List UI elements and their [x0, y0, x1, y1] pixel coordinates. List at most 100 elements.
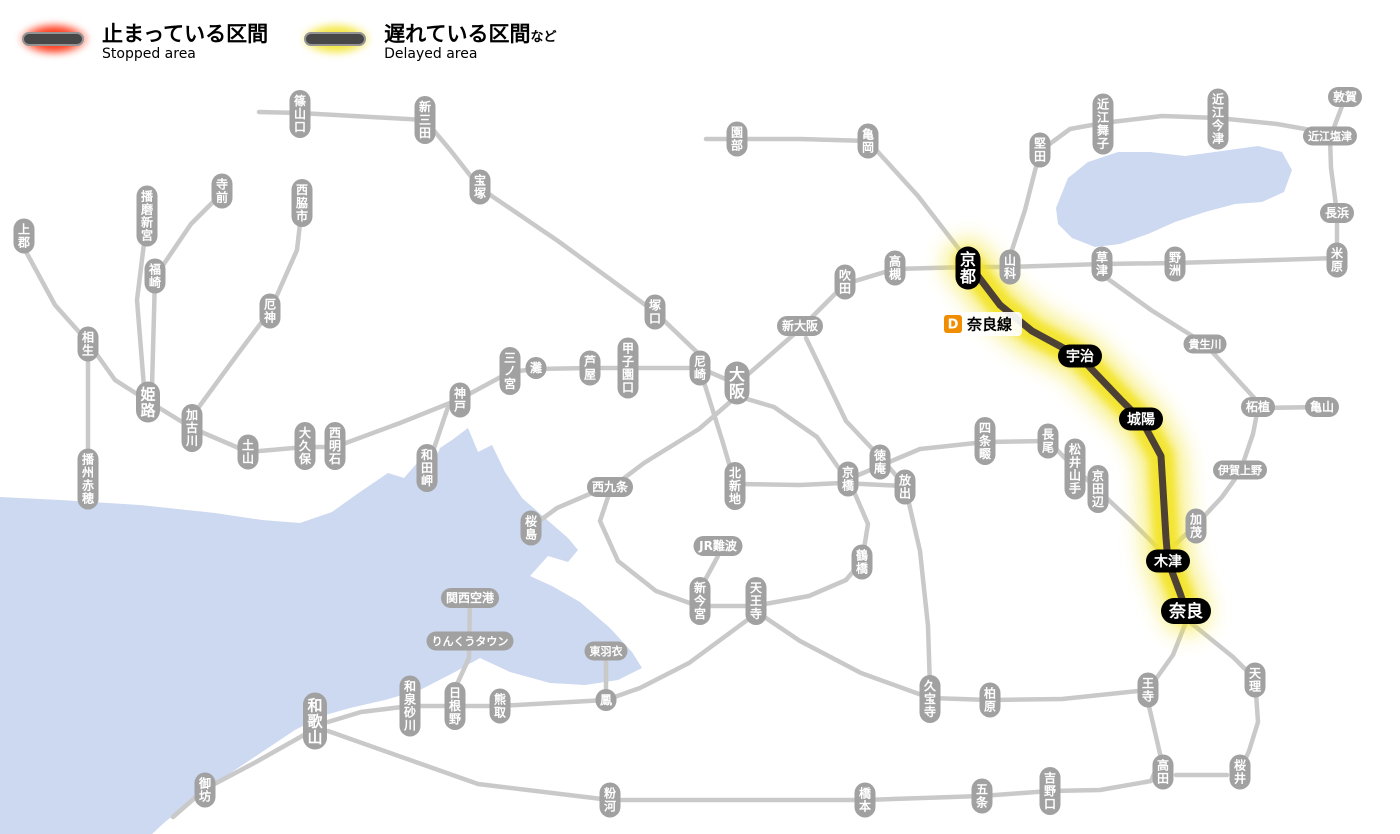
svg-text:久宝寺: 久宝寺	[924, 678, 937, 719]
svg-text:西脇市: 西脇市	[296, 183, 308, 223]
rail-line	[754, 609, 1189, 703]
legend: 止まっている区間 Stopped area 遅れている区間など Delayed …	[6, 14, 557, 64]
svg-text:松井山手: 松井山手	[1069, 442, 1081, 496]
station-pill: 亀岡	[857, 123, 879, 159]
svg-text:相生: 相生	[82, 330, 94, 358]
svg-text:王寺: 王寺	[1142, 677, 1154, 704]
station-pill: 四条畷	[974, 417, 996, 465]
station-pill: 貴生川	[1183, 334, 1227, 354]
svg-text:宇治: 宇治	[1066, 348, 1094, 365]
station-pill: 近江塩津	[1303, 126, 1357, 146]
station-pill: 京橋	[837, 461, 859, 497]
svg-text:近江今津: 近江今津	[1211, 92, 1225, 146]
station-pill: 粉河	[599, 782, 621, 818]
legend-item-delayed: 遅れている区間など Delayed area	[288, 14, 557, 64]
svg-text:御坊: 御坊	[198, 776, 211, 804]
station-pill: 東羽衣	[584, 641, 628, 661]
svg-text:鳳: 鳳	[600, 692, 612, 707]
svg-text:尼崎: 尼崎	[694, 355, 706, 382]
svg-text:柘植: 柘植	[1245, 399, 1270, 414]
svg-text:熊取: 熊取	[494, 692, 506, 720]
svg-text:徳庵: 徳庵	[873, 448, 887, 476]
station-pill: 宝塚	[469, 169, 491, 205]
svg-text:園部: 園部	[731, 126, 743, 153]
station-pill: 尼崎	[689, 350, 711, 386]
svg-text:りんくうタウン: りんくうタウン	[432, 635, 509, 648]
station-pill: 北新地	[724, 462, 746, 510]
svg-text:奈良: 奈良	[1168, 601, 1203, 622]
svg-text:大阪: 大阪	[729, 365, 746, 401]
line-letter-icon	[944, 315, 962, 333]
station-pill-highlighted[interactable]: 城陽	[1119, 407, 1163, 431]
station-pill: 放出	[894, 469, 916, 505]
station-pill: 近江舞子	[1092, 93, 1114, 155]
svg-text:灘: 灘	[530, 360, 542, 375]
rail-line	[703, 136, 965, 256]
station-pill: 米原	[1326, 242, 1348, 278]
station-pill-highlighted[interactable]: 宇治	[1058, 344, 1102, 368]
svg-text:姫路: 姫路	[140, 385, 156, 419]
station-pill: 相生	[77, 326, 99, 362]
svg-text:天理: 天理	[1249, 667, 1262, 694]
stopped-label: 止まっている区間	[102, 22, 269, 46]
station-pill: 天理	[1244, 662, 1266, 698]
station-pill: 園部	[726, 121, 748, 157]
svg-text:京都: 京都	[959, 250, 976, 286]
svg-text:JR難波: JR難波	[698, 538, 738, 553]
svg-text:放出: 放出	[898, 473, 912, 501]
station-pill: 和泉砂川	[399, 675, 421, 737]
station-pill-highlighted[interactable]: 京都	[955, 246, 981, 290]
station-pill: 天王寺	[745, 577, 767, 625]
svg-text:和田岬: 和田岬	[420, 447, 433, 488]
svg-text:天王寺: 天王寺	[750, 581, 763, 621]
station-pill: 大阪	[724, 361, 750, 405]
svg-text:新大阪: 新大阪	[782, 318, 819, 333]
station-pill: 亀山	[1305, 397, 1339, 417]
stopped-marker	[6, 14, 102, 64]
svg-text:高槻: 高槻	[889, 254, 901, 282]
svg-text:奈良線: 奈良線	[966, 316, 1012, 334]
svg-text:北新地: 北新地	[729, 465, 741, 506]
station-pill-highlighted[interactable]: 木津	[1146, 549, 1190, 573]
station-pill: 西脇市	[291, 179, 313, 227]
station-pill-highlighted[interactable]: 奈良	[1161, 598, 1211, 624]
station-pill: 近江今津	[1207, 88, 1229, 150]
svg-text:大久保: 大久保	[298, 425, 312, 466]
station-pill: 上郡	[13, 218, 35, 254]
svg-text:宝塚: 宝塚	[474, 173, 486, 201]
station-pill: 吉野口	[1039, 767, 1061, 815]
rail-line	[134, 216, 150, 390]
station-pill: 新今宮	[689, 577, 711, 625]
station-pill: 篠山口	[289, 90, 311, 138]
svg-text:四条畷: 四条畷	[978, 421, 992, 461]
station-pill: 西九条	[587, 477, 633, 497]
station-pill: 日根野	[444, 682, 466, 730]
rail-line	[1007, 113, 1335, 259]
svg-text:播磨新宮: 播磨新宮	[140, 189, 154, 243]
station-pill: 柘植	[1241, 397, 1275, 417]
svg-text:敦賀: 敦賀	[1333, 89, 1357, 104]
station-pill: 塚口	[644, 294, 666, 330]
svg-text:亀山: 亀山	[1310, 399, 1334, 414]
rail-line	[256, 109, 704, 359]
rail-line	[325, 615, 753, 725]
svg-text:亀岡: 亀岡	[862, 127, 874, 155]
svg-text:寺前: 寺前	[216, 177, 228, 205]
station-pill: 芦屋	[579, 350, 601, 386]
svg-text:桜井: 桜井	[1234, 758, 1246, 786]
svg-text:京橋: 京橋	[842, 465, 855, 493]
svg-text:草津: 草津	[1096, 250, 1108, 278]
station-pill: 和田岬	[416, 444, 438, 492]
station-pill: 大久保	[294, 422, 316, 470]
svg-text:堅田: 堅田	[1034, 137, 1046, 164]
station-pill: 五条	[971, 778, 993, 814]
station-pill: 新三田	[414, 96, 436, 144]
rail-line	[170, 728, 314, 820]
station-pill: 和歌山	[303, 692, 327, 750]
svg-text:篠山口: 篠山口	[294, 93, 307, 134]
rail-line	[149, 190, 225, 390]
station-pill: 播磨新宮	[136, 185, 158, 247]
svg-text:新今宮: 新今宮	[693, 580, 707, 621]
